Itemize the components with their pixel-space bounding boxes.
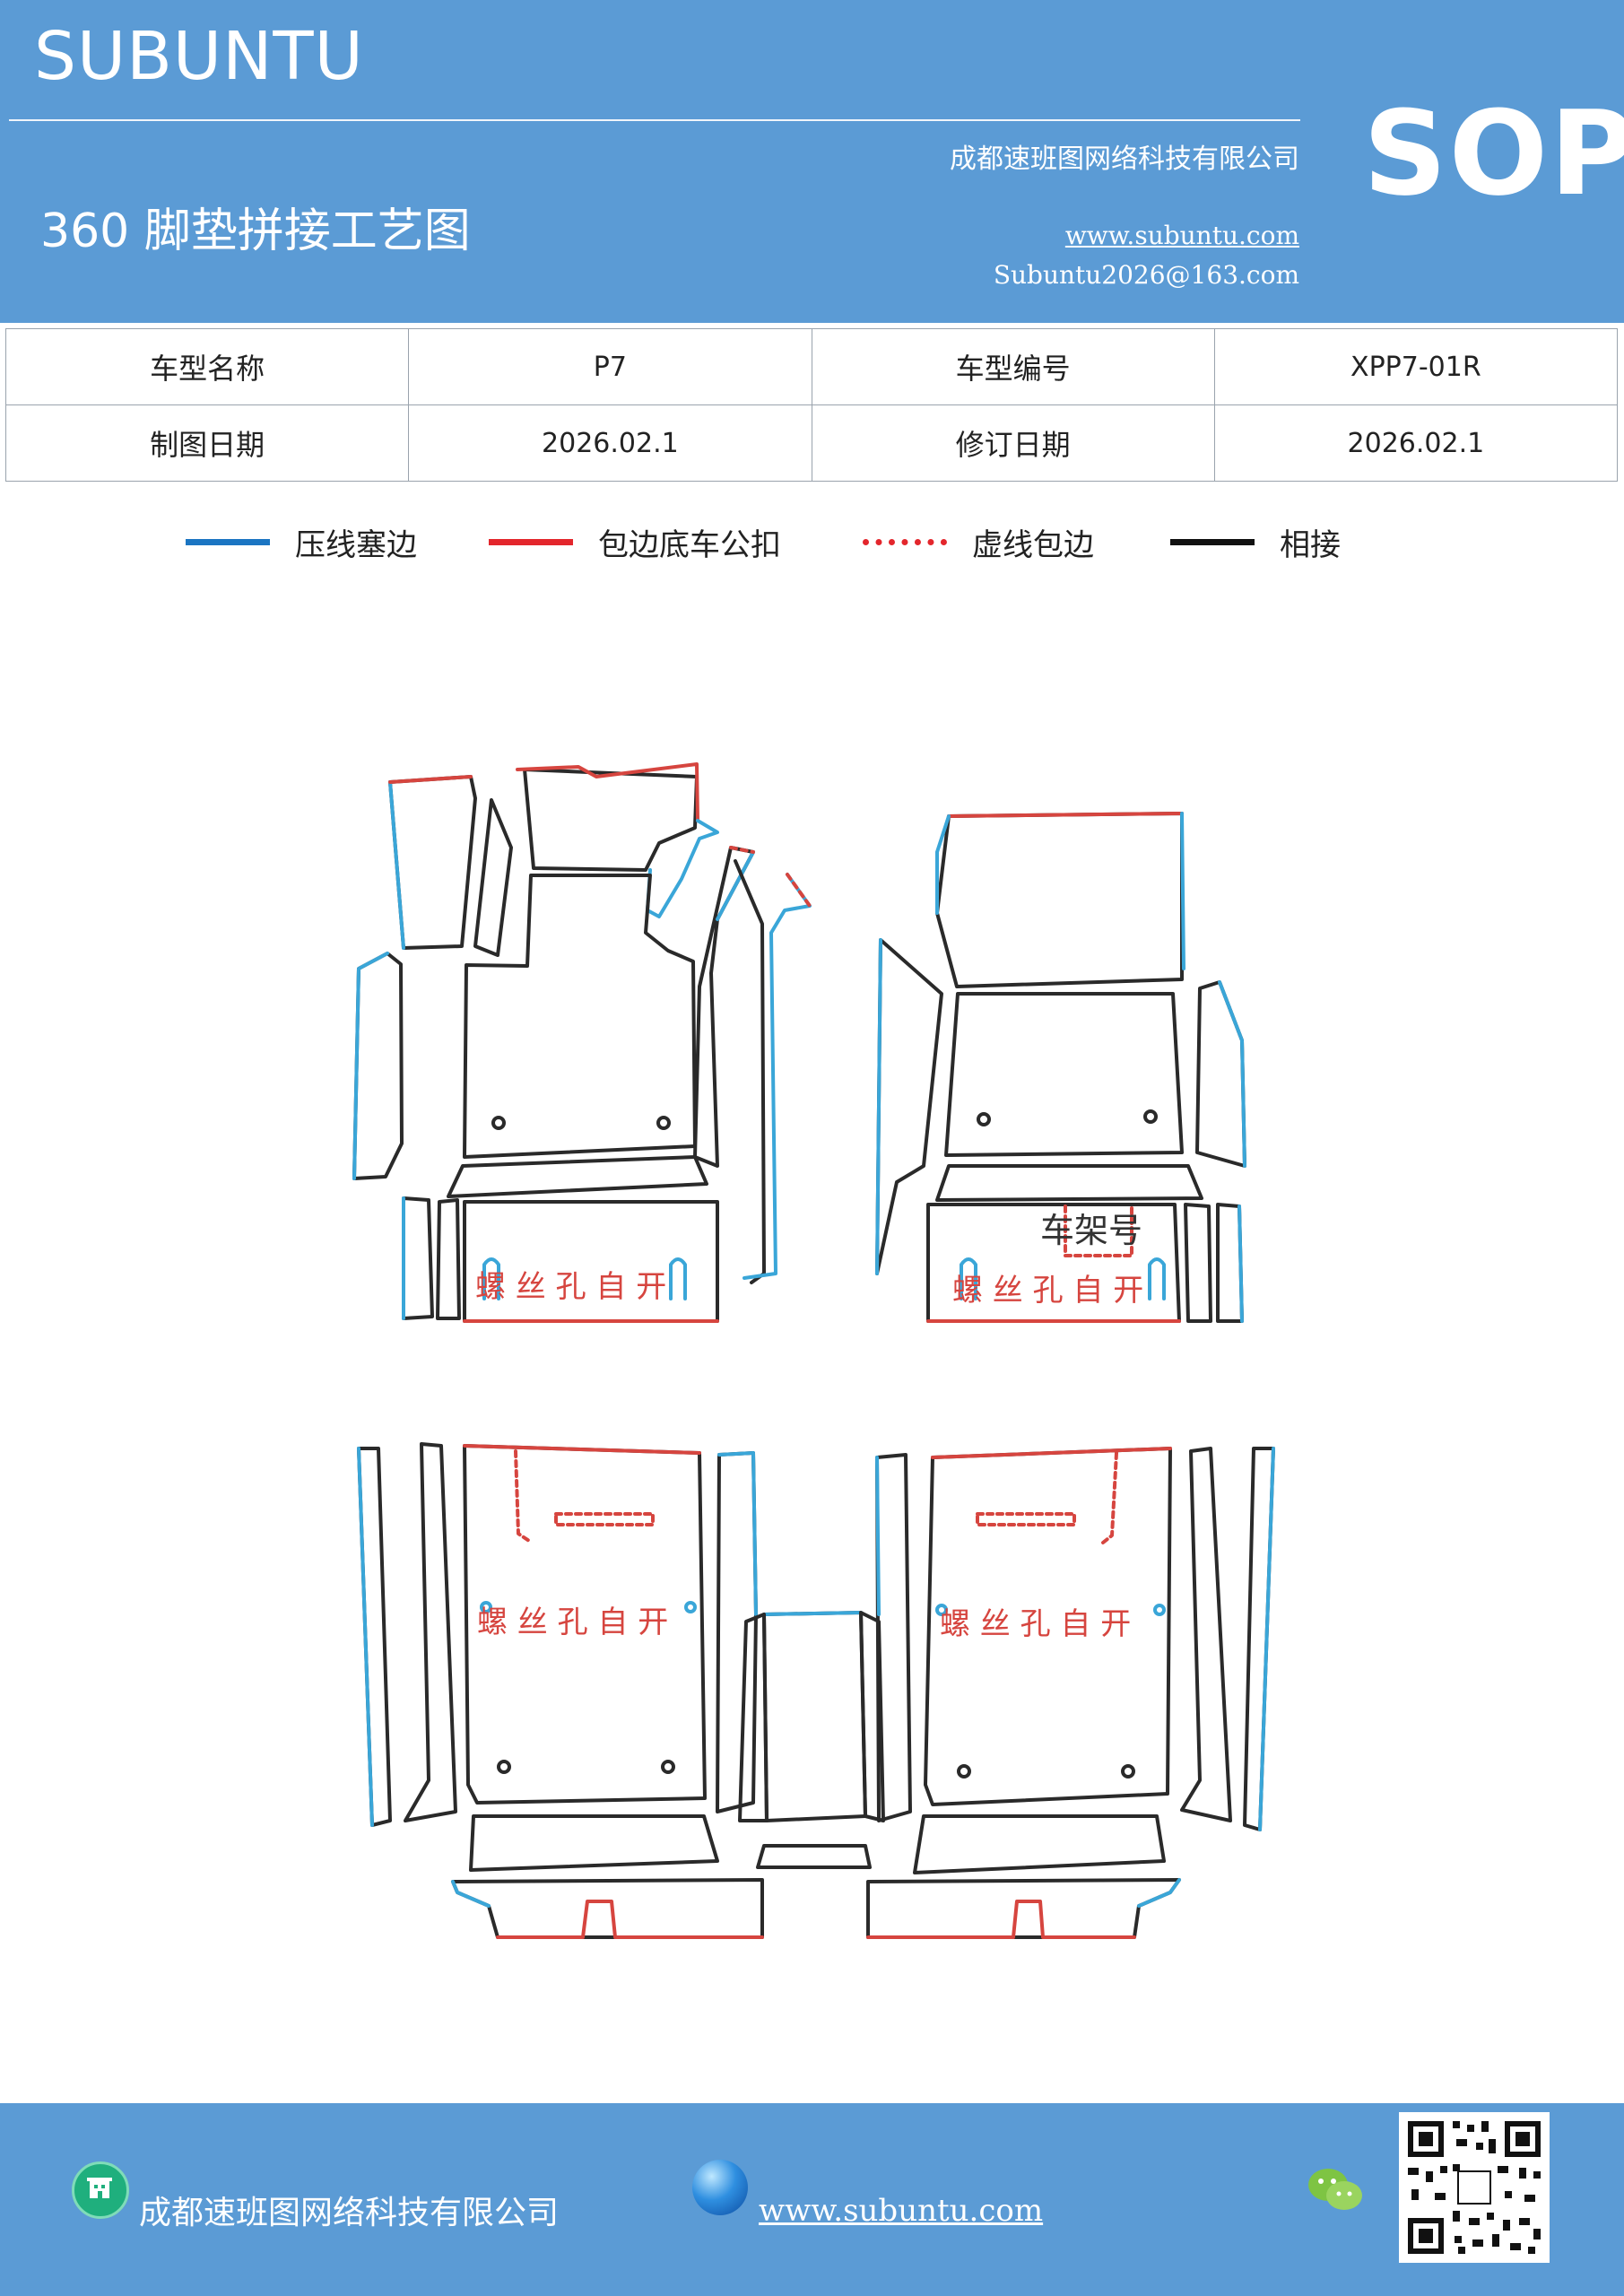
- legend-swatch-red: [489, 539, 573, 545]
- document-title: 360 脚垫拼接工艺图: [40, 204, 471, 258]
- globe-icon: [692, 2160, 748, 2215]
- middle-tunnel-mat-group: [738, 1611, 885, 1869]
- header-divider: [9, 119, 1300, 121]
- model-code-label: 车型编号: [811, 328, 1215, 405]
- model-code-value: XPP7-01R: [1213, 328, 1619, 405]
- vehicle-info-table: 车型名称 P7 车型编号 XPP7-01R 制图日期 2026.02.1 修订日…: [4, 328, 1619, 482]
- header-company: 成都速班图网络科技有限公司: [950, 144, 1299, 175]
- legend-item-edge-buckle: 包边底车公扣: [489, 520, 781, 564]
- page-header: SUBUNTU SOP 成都速班图网络科技有限公司 360 脚垫拼接工艺图 ww…: [0, 0, 1624, 323]
- qr-code: [1399, 2112, 1550, 2263]
- legend-item-joined: 相接: [1170, 520, 1341, 564]
- legend-label: 虚线包边: [972, 527, 1094, 563]
- table-row: 车型名称 P7 车型编号 XPP7-01R: [4, 328, 1619, 405]
- screw-note-front-left: 螺 丝 孔 自 开: [475, 1269, 666, 1305]
- wechat-icon[interactable]: [1305, 2163, 1366, 2217]
- screw-note-front-right: 螺 丝 孔 自 开: [952, 1273, 1143, 1309]
- revise-date-label: 修订日期: [811, 404, 1215, 482]
- legend-swatch-red-dotted: [863, 539, 947, 545]
- legend-item-dashed-edge: 虚线包边: [863, 520, 1094, 564]
- legend-label: 压线塞边: [295, 527, 417, 563]
- model-name-value: P7: [408, 328, 812, 405]
- vin-label: 车架号: [1040, 1211, 1142, 1250]
- draw-date-value: 2026.02.1: [408, 404, 812, 482]
- rear-right-mat-group: [866, 1447, 1275, 1939]
- model-name-label: 车型名称: [4, 328, 410, 405]
- legend-label: 相接: [1280, 527, 1341, 563]
- front-right-mat-group: [875, 812, 1246, 1323]
- revise-date-value: 2026.02.1: [1213, 404, 1619, 482]
- footer-company: 成都速班图网络科技有限公司: [139, 2195, 560, 2231]
- table-row: 制图日期 2026.02.1 修订日期 2026.02.1: [4, 404, 1619, 482]
- rear-left-mat-group: [357, 1442, 764, 1939]
- building-icon: [72, 2161, 129, 2219]
- header-email[interactable]: Subuntu2026@163.com: [993, 260, 1299, 290]
- header-website-link[interactable]: www.subuntu.com: [1064, 221, 1299, 250]
- draw-date-label: 制图日期: [4, 404, 410, 482]
- legend-swatch-black: [1170, 539, 1255, 545]
- screw-note-rear-left: 螺 丝 孔 自 开: [477, 1605, 668, 1640]
- legend-swatch-blue: [186, 539, 270, 545]
- screw-note-rear-right: 螺 丝 孔 自 开: [940, 1606, 1131, 1642]
- brand-name: SUBUNTU: [34, 18, 364, 95]
- line-legend: 压线塞边 包边底车公扣 虚线包边 相接: [0, 520, 1624, 574]
- front-left-mat-group: [352, 762, 812, 1323]
- footer-website-link[interactable]: www.subuntu.com: [759, 2193, 1044, 2229]
- sop-badge: SOP: [1363, 85, 1624, 222]
- legend-label: 包边底车公扣: [598, 527, 781, 563]
- legend-item-press-line: 压线塞边: [186, 520, 417, 564]
